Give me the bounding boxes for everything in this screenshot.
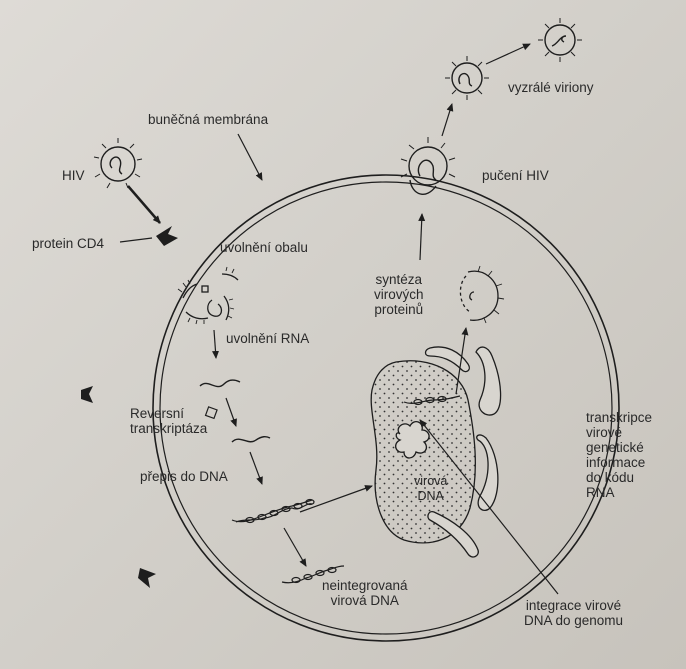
cd4-label: protein CD4	[32, 236, 104, 251]
mature-virion-icon	[538, 18, 582, 62]
nonintegrated-label: neintegrovaná virová DNA	[322, 578, 408, 608]
released-virion-icon	[445, 56, 489, 100]
synthesis-line1: syntéza	[374, 272, 424, 287]
dna-to-nonintegrated-arrow	[284, 528, 306, 566]
cd4-pointer	[120, 238, 152, 242]
synthesis-to-budding-arrow	[420, 214, 422, 260]
viral-dna-label: virová DNA	[414, 474, 447, 504]
budding-label: pučení HIV	[482, 168, 549, 183]
synthesis-line2: virových	[374, 287, 424, 302]
release-to-mature-arrow	[486, 44, 530, 64]
rt-line2: transkriptáza	[130, 421, 207, 436]
transcription-line1: transkripce	[586, 410, 652, 425]
hiv-label: HIV	[62, 168, 85, 183]
budding-to-release-arrow	[442, 104, 452, 136]
integration-line2: DNA do genomu	[524, 613, 623, 628]
rt-line1: Reversní	[130, 406, 207, 421]
integration-label: integrace virové DNA do genomu	[524, 598, 623, 628]
uncoat-to-rna-arrow	[214, 330, 216, 358]
uncoating-label: uvolnění obalu	[220, 240, 308, 255]
rt-to-dna-arrow	[250, 452, 262, 484]
transcription-line3: genetické	[586, 440, 652, 455]
reverse-transcriptase-label: Reversní transkriptáza	[130, 406, 207, 436]
rna-to-rt-arrow	[226, 398, 236, 426]
nonintegrated-line1: neintegrovaná	[322, 578, 408, 593]
budding-virion-icon	[401, 137, 455, 185]
viral-dna-line1: virová	[414, 474, 447, 489]
rna-release-label: uvolnění RNA	[226, 331, 309, 346]
membrane-label: buněčná membrána	[148, 112, 268, 127]
nonintegrated-line2: virová DNA	[322, 593, 408, 608]
viral-rna-icon	[200, 380, 240, 387]
transcription-line4: informace	[586, 455, 652, 470]
transcription-line6: RNA	[586, 485, 652, 500]
assembling-virion-icon	[460, 266, 504, 323]
transcription-line5: do kódu	[586, 470, 652, 485]
transcription-label: transkripce virové genetické informace d…	[586, 410, 652, 500]
viral-dna-line2: DNA	[414, 489, 447, 504]
hiv-virion-icon	[94, 138, 142, 188]
rna-dna-hybrid-icon	[232, 437, 270, 442]
synthesis-line3: proteinů	[374, 302, 424, 317]
integration-line1: integrace virové	[524, 598, 623, 613]
hiv-to-cd4-arrow	[128, 186, 160, 223]
membrane-pointer	[238, 134, 262, 180]
synthesis-label: syntéza virových proteinů	[374, 272, 424, 317]
transcription-line2: virové	[586, 425, 652, 440]
to-dna-label: přepis do DNA	[140, 469, 228, 484]
mature-label: vyzrálé viriony	[508, 80, 594, 95]
uncoating-fragments-icon	[178, 267, 238, 324]
